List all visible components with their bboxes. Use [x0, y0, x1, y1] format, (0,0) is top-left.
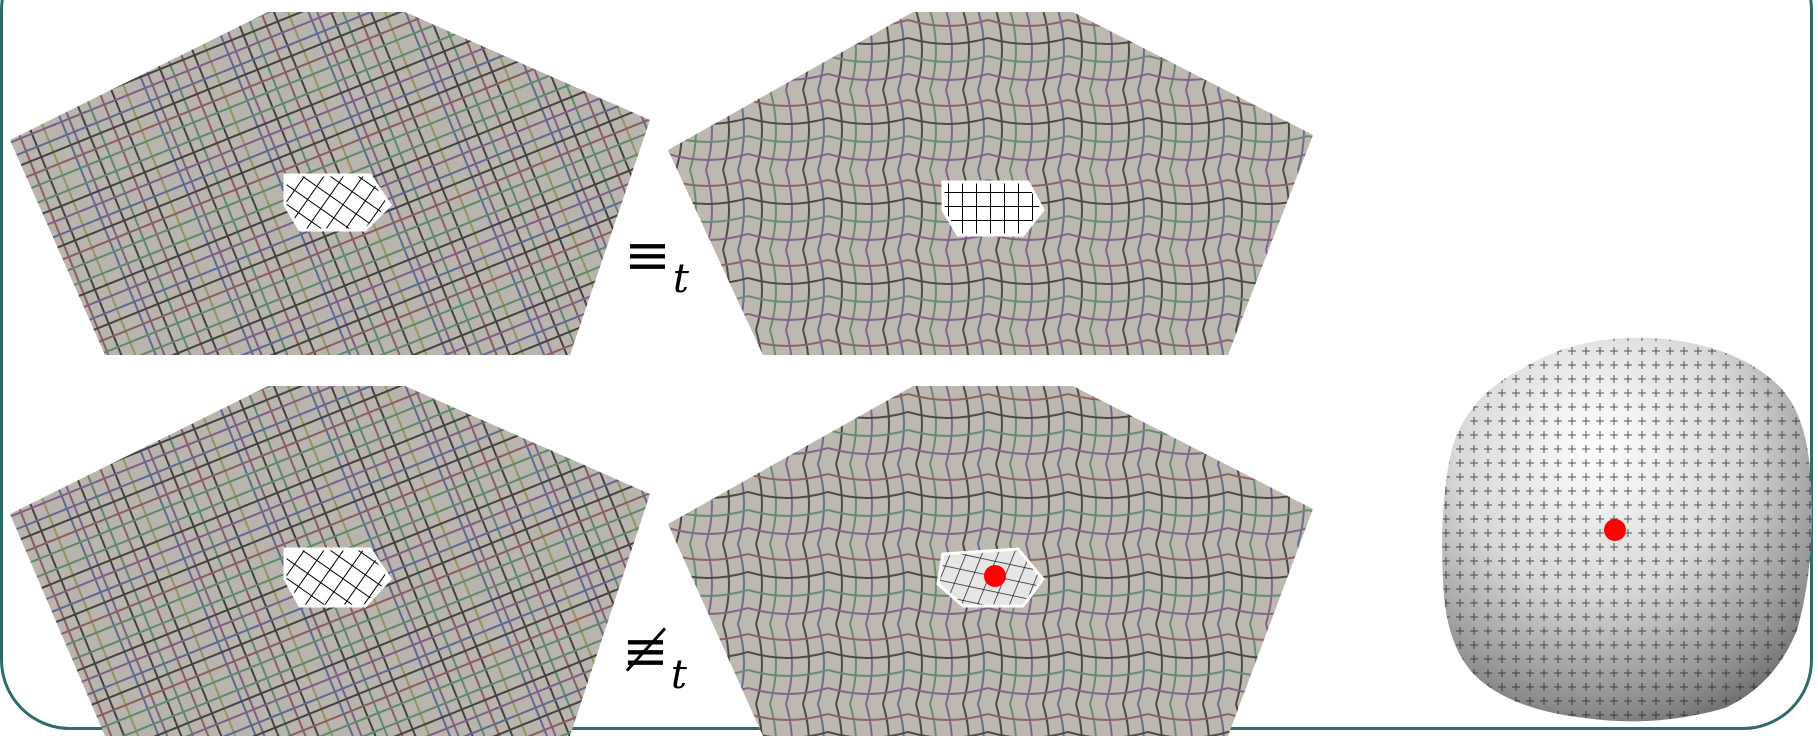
texture-panel-bottom-right [668, 384, 1313, 736]
non-equivalence-symbol: ≢t [622, 624, 687, 695]
texture-panel-top-left [10, 10, 655, 360]
texture-panel-top-right [668, 10, 1313, 360]
rounded-cube-mesh [1425, 330, 1818, 734]
marker-dot [984, 565, 1006, 587]
equivalence-symbol: ≡t [624, 228, 689, 299]
cube-marker-dot [1604, 519, 1626, 541]
texture-panel-bottom-left [10, 384, 655, 736]
